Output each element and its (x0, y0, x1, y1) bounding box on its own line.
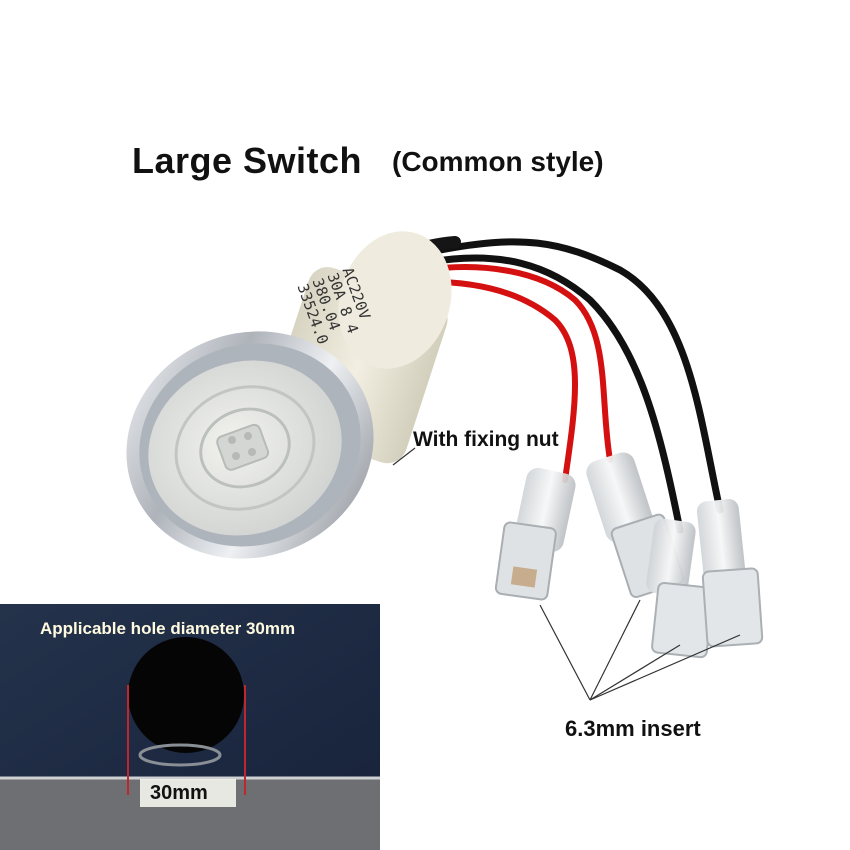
fixing-nut-label: With fixing nut (413, 428, 559, 451)
dimension-label: 30mm (150, 782, 208, 804)
insert-pointer-lines (539, 599, 741, 701)
terminal-1 (494, 467, 576, 601)
insert-label: 6.3mm insert (565, 716, 701, 741)
black-wire-2 (426, 254, 684, 534)
title-sub: (Common style) (392, 146, 604, 177)
red-wire-2 (412, 278, 578, 483)
switch-button (126, 331, 374, 559)
red-wire-1 (422, 264, 613, 463)
hole-panel-photo (0, 604, 380, 850)
nut-pointer-line (392, 447, 416, 466)
terminal-4 (696, 499, 764, 648)
black-wire-1 (436, 238, 724, 514)
title-main: Large Switch (132, 140, 363, 181)
hole-diameter-label: Applicable hole diameter 30mm (40, 619, 296, 638)
hole-circle (128, 637, 244, 753)
terminal-3 (646, 518, 714, 659)
